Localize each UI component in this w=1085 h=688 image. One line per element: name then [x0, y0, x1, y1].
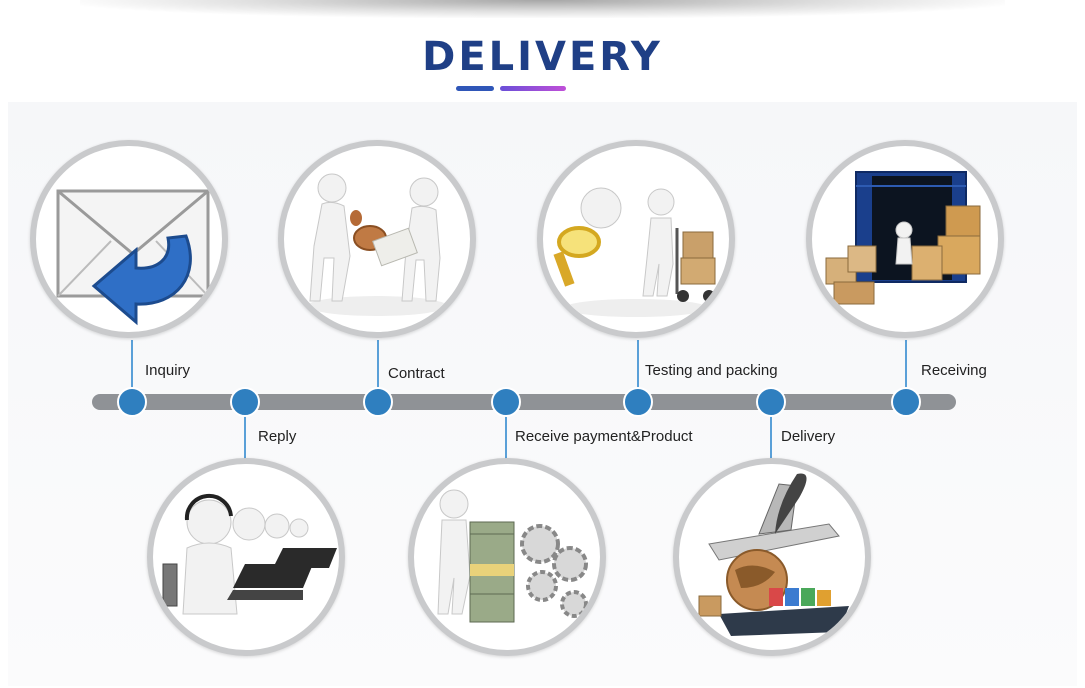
timeline-dot-reply	[230, 387, 260, 417]
stamp-contract-icon	[307, 173, 447, 316]
step-label-inquiry: Inquiry	[145, 362, 191, 379]
step-label-receiving: Receiving	[921, 362, 987, 379]
shipping-container-icon	[825, 171, 981, 305]
step-label-contract: Contract	[388, 365, 445, 382]
step-label-testing: Testing and packing	[645, 362, 778, 379]
timeline-bar	[92, 394, 956, 410]
step-label-reply: Reply	[258, 428, 297, 445]
step-image-receiving	[806, 140, 1004, 338]
timeline-dot-contract	[363, 387, 393, 417]
step-label-payment: Receive payment&Product	[515, 428, 693, 445]
step-image-inquiry	[30, 140, 228, 338]
connector-contract	[377, 340, 379, 390]
money-gears-icon	[437, 489, 588, 623]
connector-testing	[637, 340, 639, 390]
step-image-testing	[537, 140, 735, 338]
envelope-reply-icon	[56, 189, 210, 326]
step-image-payment	[408, 458, 606, 656]
timeline-dot-receiving	[891, 387, 921, 417]
top-shadow	[80, 0, 1005, 18]
inspection-packing-icon	[553, 187, 716, 317]
timeline-dot-payment	[491, 387, 521, 417]
connector-reply	[244, 415, 246, 461]
step-image-contract	[278, 140, 476, 338]
connector-receiving	[905, 340, 907, 390]
timeline-dot-inquiry	[117, 387, 147, 417]
step-image-delivery	[673, 458, 871, 656]
step-image-reply	[147, 458, 345, 656]
timeline-dot-delivery	[756, 387, 786, 417]
connector-inquiry	[131, 340, 133, 390]
step-label-delivery: Delivery	[781, 428, 836, 445]
connector-payment	[505, 415, 507, 461]
timeline-dot-testing	[623, 387, 653, 417]
title-underline-blue	[456, 86, 494, 91]
call-center-icon	[162, 493, 337, 615]
connector-delivery	[770, 415, 772, 461]
title-underline-purple	[500, 86, 566, 91]
page-title: DELIVERY	[422, 34, 663, 80]
plane-ship-globe-icon	[698, 473, 849, 636]
